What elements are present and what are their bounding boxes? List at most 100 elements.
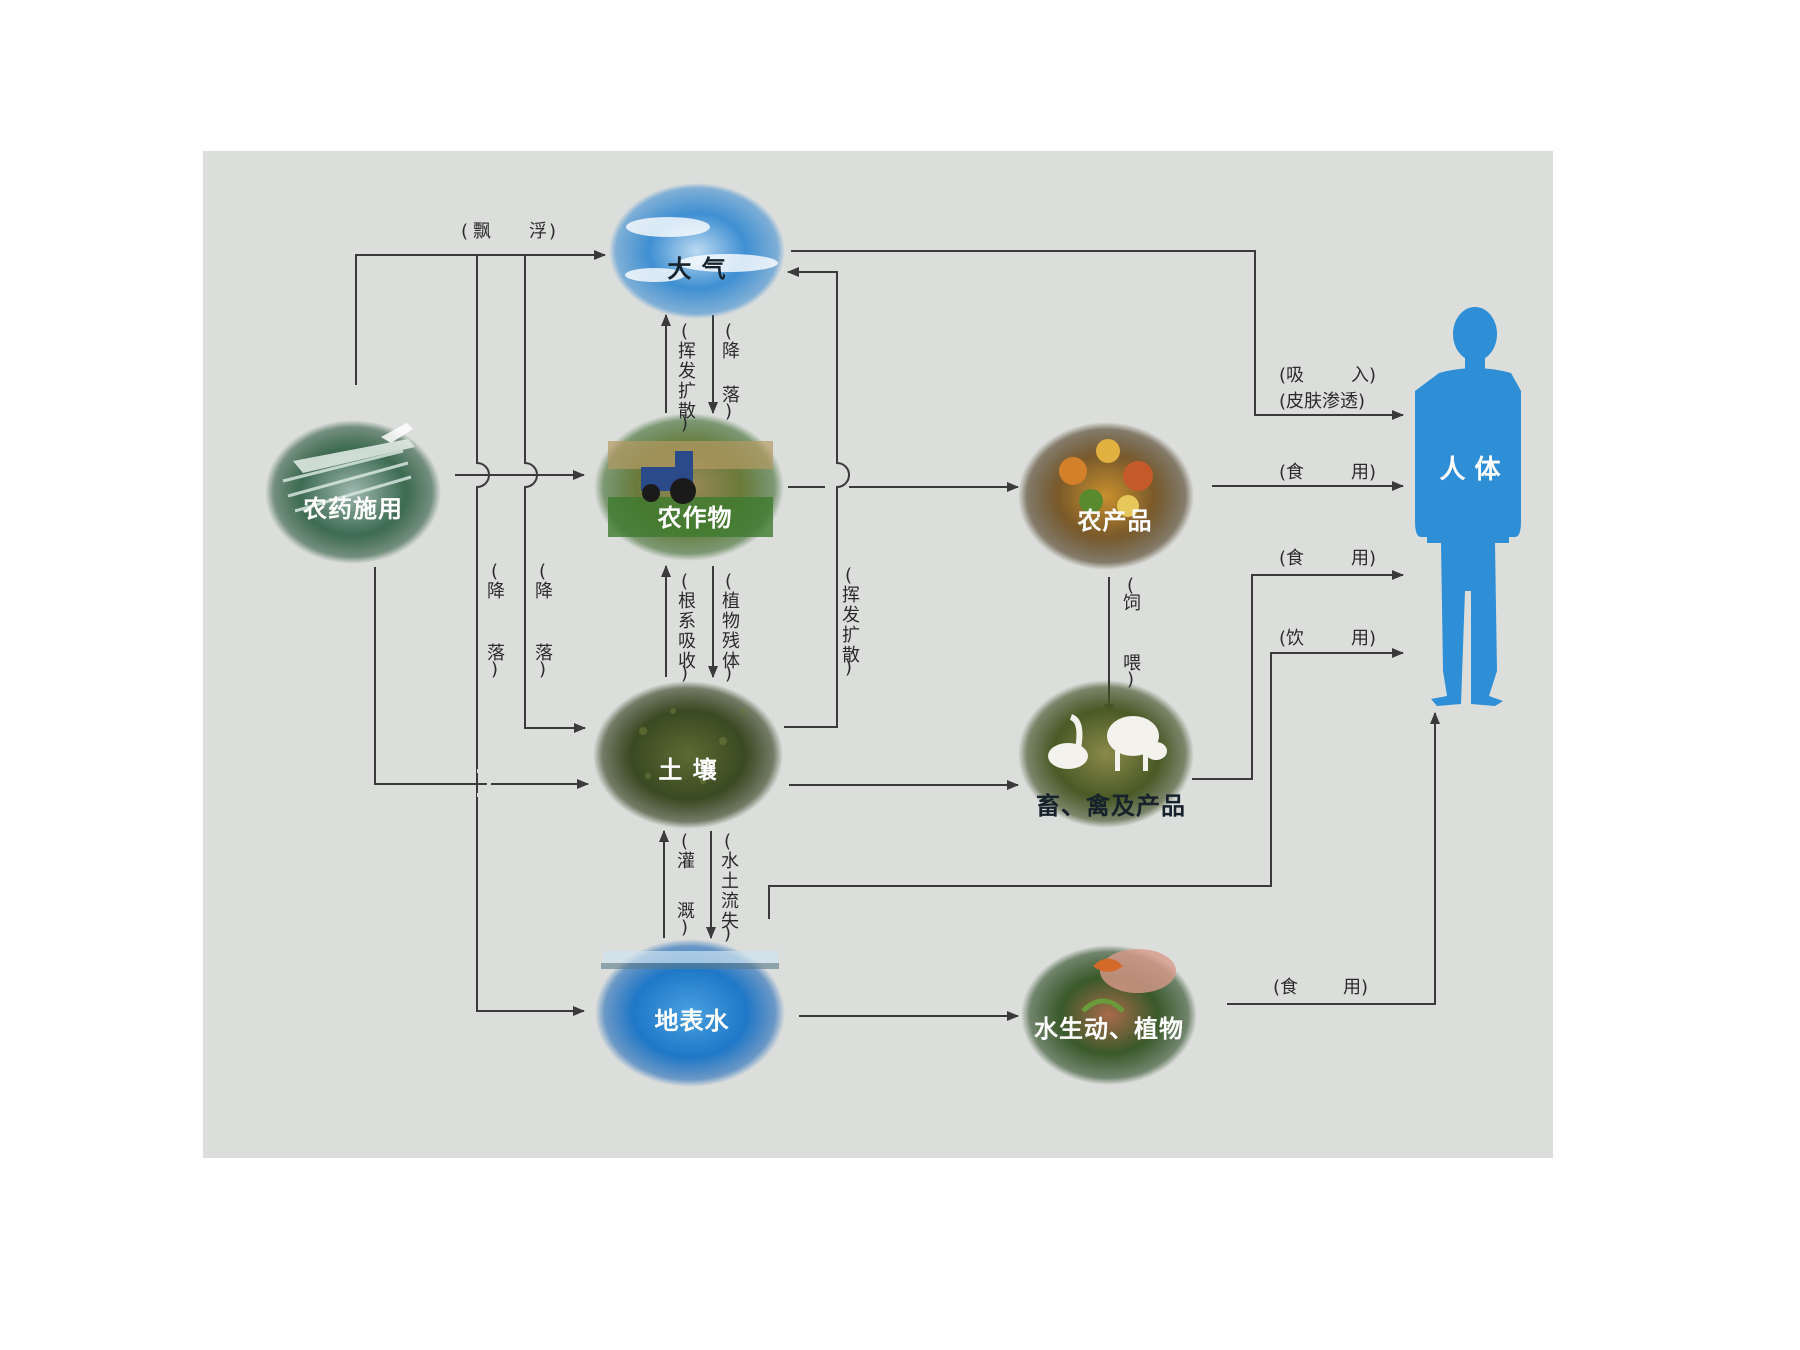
node-label-soil: 土 壤 [658, 756, 717, 784]
edge-atmosphere-human [791, 250, 1404, 420]
svg-text:浮: 浮 [529, 221, 547, 242]
cloud-sky-icon [625, 217, 778, 282]
svg-text:): ) [681, 917, 688, 938]
svg-text:): ) [725, 663, 732, 684]
svg-text:(食: (食 [1273, 977, 1298, 998]
svg-text:体: 体 [722, 651, 740, 672]
svg-text:(: ( [724, 831, 731, 852]
node-label-surface-water: 地表水 [655, 1007, 730, 1035]
node-label-crops: 农作物 [657, 504, 733, 532]
svg-text:): ) [845, 657, 852, 678]
vegetables-icon [1059, 439, 1153, 517]
diagram-panel: 农药施用 大 气 农作物 土 壤 [203, 151, 1553, 1158]
edge-label-feeding: ( 饲 喂 ) [1123, 575, 1141, 690]
node-label-pesticide: 农药施用 [302, 495, 403, 523]
edge-pesticide-atmosphere [355, 250, 606, 385]
svg-text:饲: 饲 [1123, 593, 1141, 614]
edge-settle-to-soil [524, 255, 586, 733]
node-aquatic: 水生动、植物 [1021, 945, 1197, 1085]
edge-label-root-absorb: ( 根 系 吸 收 ) [678, 571, 696, 684]
svg-text:(: ( [539, 561, 546, 582]
edge-label-eat-1: (食 用) [1279, 462, 1376, 483]
svg-text:): ) [539, 659, 546, 680]
fish-plants-icon [1081, 949, 1176, 1013]
svg-text:降: 降 [535, 581, 553, 602]
edge-label-inhale: (吸 入) [1279, 365, 1376, 386]
edge-label-plant-residue: ( 植 物 残 体 ) [722, 571, 740, 684]
svg-text:(: ( [681, 571, 688, 592]
svg-text:扩: 扩 [678, 381, 696, 402]
airplane-spraying-icon [282, 423, 415, 513]
svg-text:土: 土 [721, 871, 739, 892]
svg-text:发: 发 [678, 361, 696, 382]
node-soil: 土 壤 [593, 681, 783, 829]
svg-text:(: ( [725, 321, 732, 342]
svg-text:(: ( [845, 565, 852, 586]
svg-text:吸: 吸 [678, 631, 696, 652]
edge-label-volatilize-1: ( 挥 发 扩 散 ) [678, 321, 696, 434]
svg-text:): ) [491, 659, 498, 680]
svg-text:降: 降 [722, 341, 740, 362]
lake-icon [601, 951, 779, 969]
svg-text:散: 散 [678, 401, 696, 422]
svg-text:植: 植 [722, 591, 740, 612]
node-atmosphere: 大 气 [609, 183, 785, 319]
svg-text:): ) [725, 401, 732, 422]
edge-label-settle-left-a: ( 降 落 ) [487, 561, 505, 680]
node-label-livestock: 畜、禽及产品 [1036, 792, 1186, 820]
svg-text:落: 落 [722, 385, 740, 406]
svg-text:落: 落 [487, 643, 505, 664]
svg-text:挥: 挥 [842, 585, 860, 606]
svg-text:失: 失 [721, 911, 739, 932]
node-label-human: 人 体 [1439, 455, 1501, 485]
edge-livestock-human [1192, 570, 1404, 780]
svg-text:(: ( [461, 221, 468, 242]
svg-text:残: 残 [722, 631, 740, 652]
svg-text:飘: 飘 [473, 221, 491, 242]
svg-text:系: 系 [678, 611, 696, 632]
svg-text:灌: 灌 [677, 851, 695, 872]
node-label-atmosphere: 大 气 [667, 255, 726, 283]
connectors [355, 250, 1440, 1021]
svg-text:用): 用) [1351, 548, 1376, 569]
node-farm-products: 农产品 [1018, 422, 1194, 570]
node-surface-water: 地表水 [595, 939, 785, 1087]
svg-text:(: ( [681, 321, 688, 342]
node-crops: 农作物 [594, 413, 784, 561]
node-pesticide: 农药施用 [265, 420, 441, 564]
svg-text:): ) [681, 663, 688, 684]
edge-pesticide-soil [374, 567, 589, 789]
edge-label-irrigation: ( 灌 溉 ) [677, 831, 695, 938]
svg-text:降: 降 [487, 581, 505, 602]
edge-label-erosion: ( 水 土 流 失 ) [721, 831, 739, 944]
edge-label-volatilize-2: ( 挥 发 扩 散 ) [842, 565, 860, 678]
edge-label-settle-left-b: ( 降 落 ) [535, 561, 553, 680]
svg-text:(吸: (吸 [1279, 365, 1304, 386]
svg-text:用): 用) [1351, 628, 1376, 649]
edge-water-human [768, 648, 1404, 919]
svg-text:收: 收 [678, 651, 696, 672]
edge-label-skin: (皮肤渗透) [1279, 391, 1365, 412]
edge-aquatic-human [1227, 712, 1440, 1005]
svg-text:扩: 扩 [842, 625, 860, 646]
svg-text:): ) [724, 923, 731, 944]
svg-text:用): 用) [1343, 977, 1368, 998]
svg-text:(食: (食 [1279, 548, 1304, 569]
edge-label-eat-3: (食 用) [1273, 977, 1368, 998]
svg-text:水: 水 [721, 851, 739, 872]
goose-sheep-icon [1048, 714, 1167, 771]
svg-text:): ) [549, 221, 556, 242]
svg-text:(: ( [1127, 575, 1134, 596]
svg-text:发: 发 [842, 605, 860, 626]
svg-text:流: 流 [721, 891, 739, 912]
edge-settle-to-water [476, 255, 585, 1016]
svg-text:入): 入) [1351, 365, 1376, 386]
svg-text:): ) [681, 413, 688, 434]
svg-text:溉: 溉 [677, 901, 695, 922]
svg-text:根: 根 [678, 591, 696, 612]
svg-text:散: 散 [842, 645, 860, 666]
svg-text:物: 物 [722, 611, 740, 632]
tractor-icon [641, 451, 696, 504]
svg-text:): ) [1127, 669, 1134, 690]
svg-text:喂: 喂 [1123, 653, 1141, 674]
